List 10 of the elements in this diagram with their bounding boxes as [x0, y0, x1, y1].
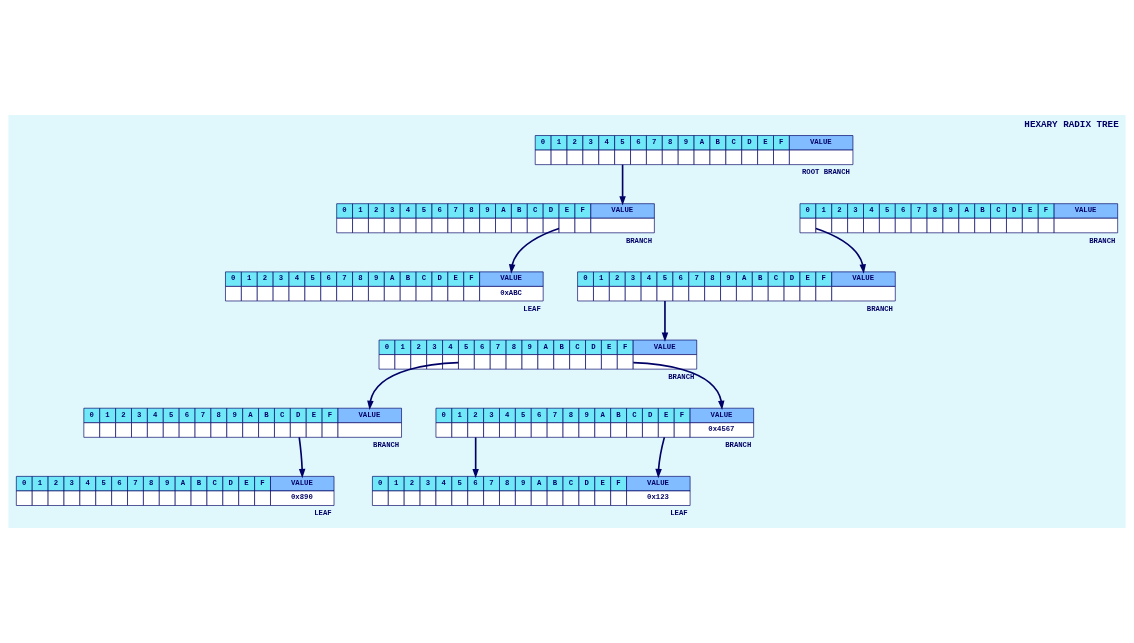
arrow	[298, 436, 306, 479]
arrow	[508, 227, 560, 274]
diagram-title: HEXARY RADIX TREE	[1024, 119, 1119, 131]
arrow	[472, 436, 479, 479]
arrow	[619, 163, 626, 206]
arrow	[632, 361, 725, 411]
arrow	[367, 361, 460, 411]
arrow	[661, 300, 669, 342]
arrow	[655, 436, 666, 479]
arrow	[815, 227, 866, 274]
